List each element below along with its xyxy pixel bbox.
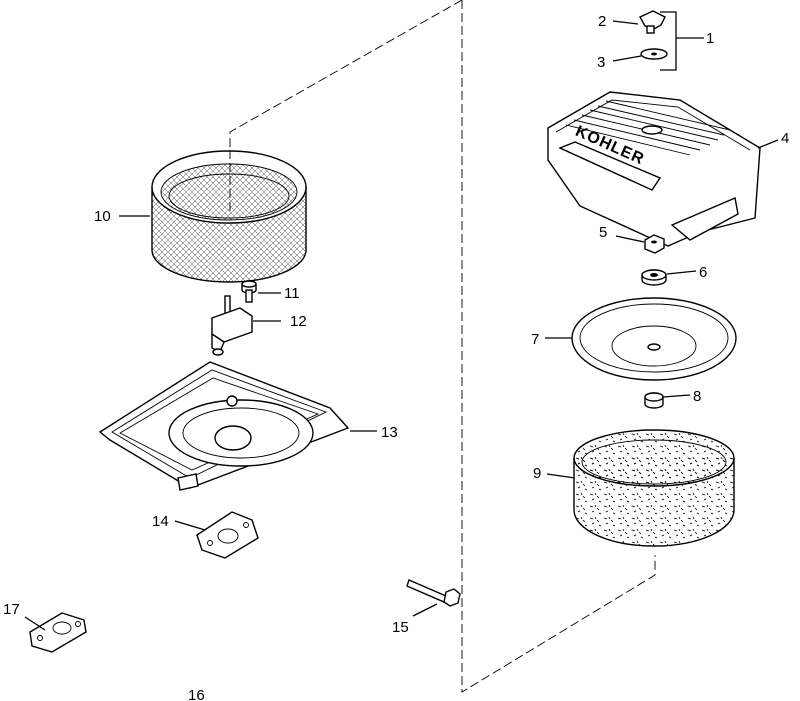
part-11-bolt	[241, 280, 281, 303]
callout-15: 15	[392, 619, 409, 636]
part-9-precleaner	[546, 429, 735, 547]
callout-5: 5	[599, 224, 607, 241]
part-10-filter-element	[119, 150, 307, 283]
part-8-grommet	[644, 392, 691, 409]
part-12-bracket	[211, 295, 281, 356]
callout-2: 2	[598, 13, 606, 30]
callout-17: 17	[3, 601, 20, 618]
part-15-long-bolt	[406, 579, 461, 617]
part-13-base-plate	[98, 361, 377, 491]
callout-7: 7	[531, 331, 539, 348]
callout-13: 13	[381, 424, 398, 441]
part-5-nut	[615, 234, 665, 254]
callout-16: 16	[188, 687, 205, 701]
callout-1: 1	[706, 30, 714, 47]
part-1-bracket	[660, 11, 704, 71]
callout-4: 4	[781, 130, 789, 147]
callout-9: 9	[533, 465, 541, 482]
assembly-lines	[229, 0, 656, 693]
callout-6: 6	[699, 264, 707, 281]
part-4-cover: KOHLER	[547, 91, 779, 247]
callout-8: 8	[693, 388, 701, 405]
callout-labels: 1 2 3 4 5 6 7 8 9 10 11 12 13 14 15 16 1…	[3, 13, 789, 701]
callout-14: 14	[152, 513, 169, 530]
part-6-seal	[641, 269, 697, 286]
callout-12: 12	[290, 313, 307, 330]
callout-11: 11	[284, 285, 300, 302]
callout-10: 10	[94, 208, 111, 225]
part-7-plate	[545, 297, 737, 381]
callout-3: 3	[597, 54, 605, 71]
part-17-gasket	[24, 612, 87, 653]
part-3-washer	[612, 48, 668, 62]
part-14-gasket	[174, 511, 259, 559]
part-2-knob	[612, 10, 666, 34]
